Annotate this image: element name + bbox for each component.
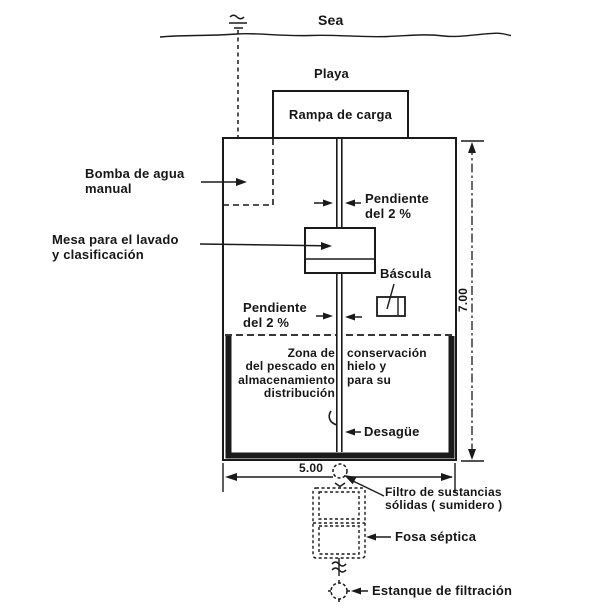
scale-label: Báscula <box>380 266 432 281</box>
drain-channel <box>336 139 343 452</box>
septic-tank-arrow <box>366 533 391 541</box>
septic-tank-label: Fosa séptica <box>395 529 477 544</box>
filter-leader <box>344 475 385 497</box>
height-dimension-value: 7.00 <box>456 287 470 313</box>
scale-outline <box>376 283 406 317</box>
width-dimension <box>222 463 456 492</box>
sea-intake-icon <box>229 14 247 29</box>
width-dimension-value: 5.00 <box>299 461 324 475</box>
loading-ramp-outline <box>272 90 409 139</box>
filtration-pond-label: Estanque de filtración <box>372 583 513 598</box>
pump-arrow <box>201 178 247 186</box>
storage-wall <box>225 336 455 459</box>
shoreline <box>159 32 512 38</box>
drain-outlet-curl <box>328 410 338 426</box>
filtration-pond-arrow <box>351 587 368 595</box>
loading-ramp-label: Rampa de carga <box>288 107 393 122</box>
slope-lower-arrows <box>316 312 362 321</box>
washing-table-outline <box>304 227 376 274</box>
beach-label: Playa <box>314 66 349 81</box>
building-outline <box>222 137 457 461</box>
washing-table-arrow <box>199 242 332 250</box>
drain-arrow <box>345 428 361 436</box>
pump-enclosure <box>224 139 274 206</box>
slope-upper-arrows <box>314 199 361 207</box>
sump-circle <box>332 463 348 488</box>
filtration-pond-circle <box>328 580 350 602</box>
septic-tank-outline <box>312 487 366 559</box>
sea-label: Sea <box>318 12 344 28</box>
height-dimension <box>461 140 484 462</box>
drain-label: Desagüe <box>364 424 420 439</box>
pipe-squiggle <box>331 558 347 576</box>
